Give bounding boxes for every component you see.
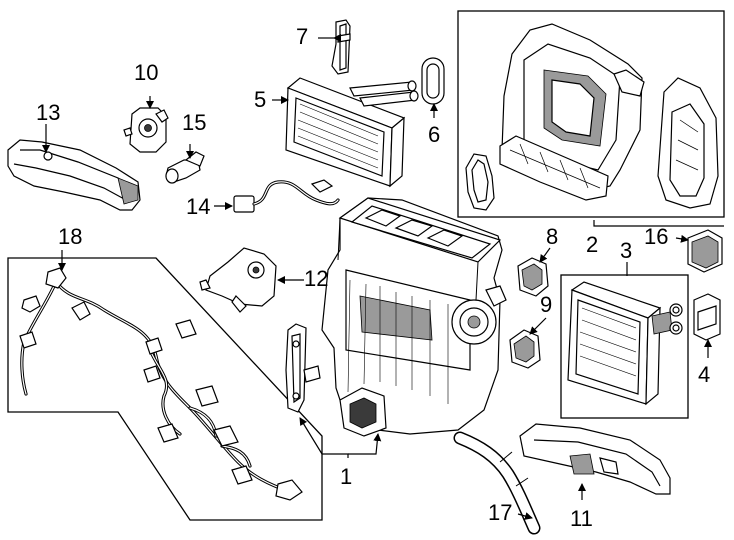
part-1-link-arm bbox=[285, 323, 321, 413]
callout-14: 14 bbox=[186, 194, 211, 219]
part-13-duct bbox=[7, 139, 141, 211]
part-7-bracket bbox=[331, 19, 351, 75]
callout-18: 18 bbox=[58, 224, 83, 249]
part-16-module bbox=[687, 229, 723, 273]
callout-16: 16 bbox=[644, 224, 669, 249]
part-10-actuator bbox=[123, 107, 169, 153]
part-2-heater-case bbox=[499, 23, 645, 201]
callout-17: 17 bbox=[488, 500, 513, 525]
callout-12: 12 bbox=[304, 266, 329, 291]
part-5-heater-core bbox=[285, 77, 419, 188]
part-11-duct bbox=[519, 423, 671, 495]
part-18-harness bbox=[19, 267, 303, 501]
callout-15: 15 bbox=[182, 110, 207, 135]
callout-4: 4 bbox=[698, 362, 711, 387]
callout-2: 2 bbox=[586, 232, 599, 257]
part-12-actuator bbox=[199, 247, 277, 313]
part-15-sensor bbox=[165, 151, 205, 184]
part-14-connector bbox=[233, 179, 340, 213]
callout-9: 9 bbox=[540, 292, 553, 317]
part-2-gasket bbox=[465, 153, 495, 211]
callout-8: 8 bbox=[546, 224, 559, 249]
harness-group-frame bbox=[7, 257, 323, 521]
part-3-evaporator bbox=[567, 281, 683, 406]
callout-13: 13 bbox=[36, 100, 61, 125]
callout-7: 7 bbox=[296, 24, 309, 49]
leader-lines bbox=[42, 34, 724, 520]
part-1-hvac-unit bbox=[321, 197, 507, 437]
part-9-sensor bbox=[509, 329, 541, 369]
callout-10: 10 bbox=[134, 60, 159, 85]
part-2-side-duct bbox=[657, 77, 719, 209]
callout-5: 5 bbox=[254, 87, 267, 112]
part-8-resistor bbox=[517, 257, 549, 297]
case-group-frame bbox=[457, 10, 725, 218]
part-17-hose bbox=[453, 431, 541, 535]
callout-1: 1 bbox=[340, 464, 353, 489]
evaporator-group-frame bbox=[560, 274, 689, 419]
callout-11: 11 bbox=[570, 506, 593, 531]
part-6-grommet bbox=[421, 57, 445, 105]
part-4-sensor bbox=[693, 293, 721, 341]
callout-6: 6 bbox=[428, 122, 441, 147]
callout-3: 3 bbox=[620, 238, 633, 263]
